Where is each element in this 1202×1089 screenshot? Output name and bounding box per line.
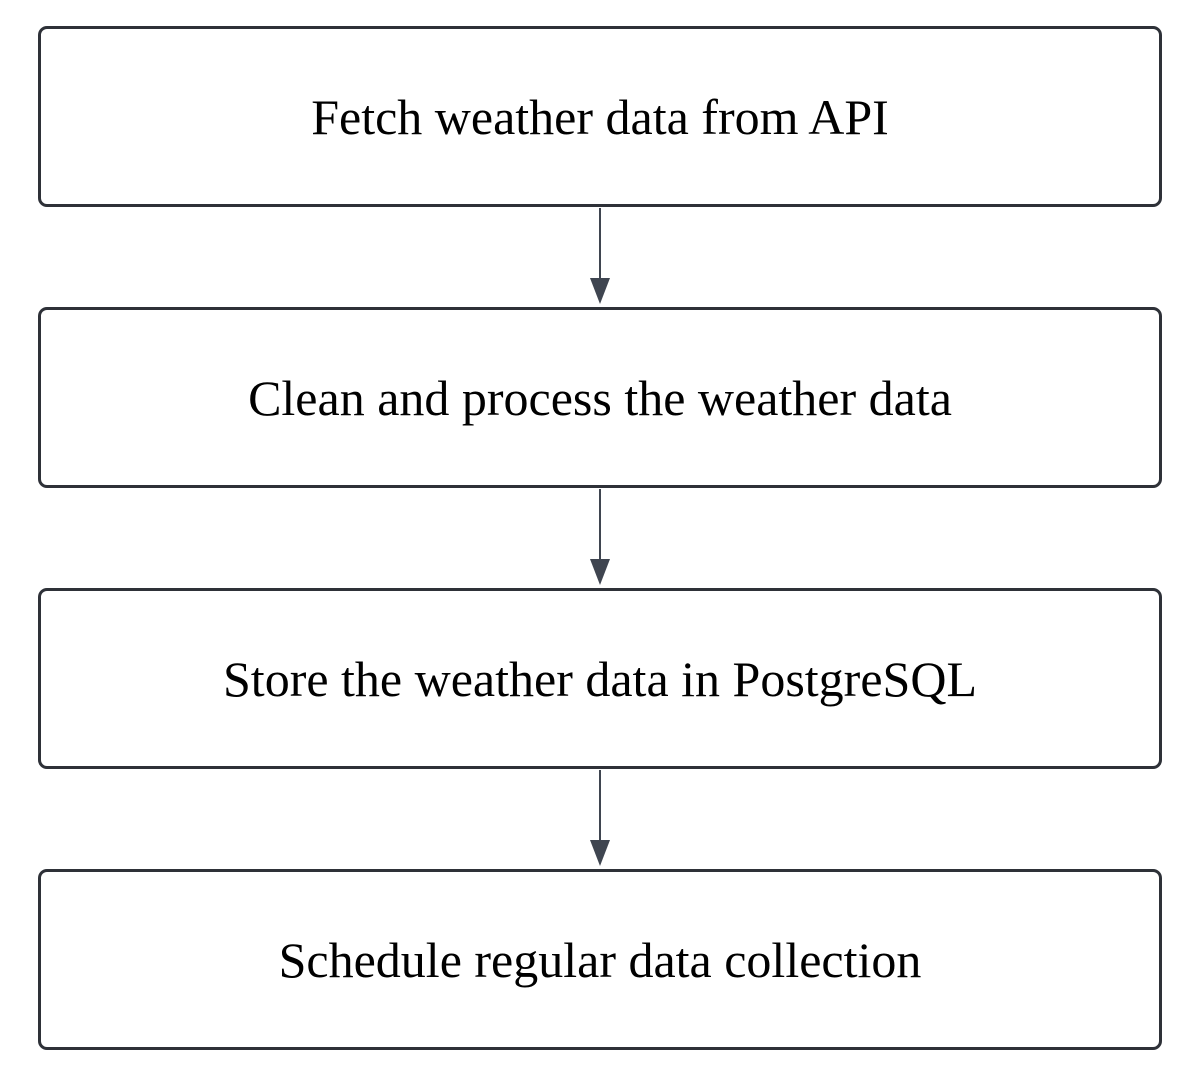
arrow-2-to-3 <box>590 489 610 585</box>
arrow-1-to-2 <box>590 208 610 304</box>
step-store-in-postgresql[interactable]: Store the weather data in PostgreSQL <box>38 588 1162 769</box>
step-fetch-weather-data[interactable]: Fetch weather data from API <box>38 26 1162 207</box>
step-label: Schedule regular data collection <box>278 931 922 988</box>
step-label: Store the weather data in PostgreSQL <box>223 650 977 707</box>
step-schedule-collection[interactable]: Schedule regular data collection <box>38 869 1162 1050</box>
step-clean-process-data[interactable]: Clean and process the weather data <box>38 307 1162 488</box>
step-label: Fetch weather data from API <box>311 88 889 145</box>
arrow-3-to-4 <box>590 770 610 866</box>
step-label: Clean and process the weather data <box>248 369 952 426</box>
